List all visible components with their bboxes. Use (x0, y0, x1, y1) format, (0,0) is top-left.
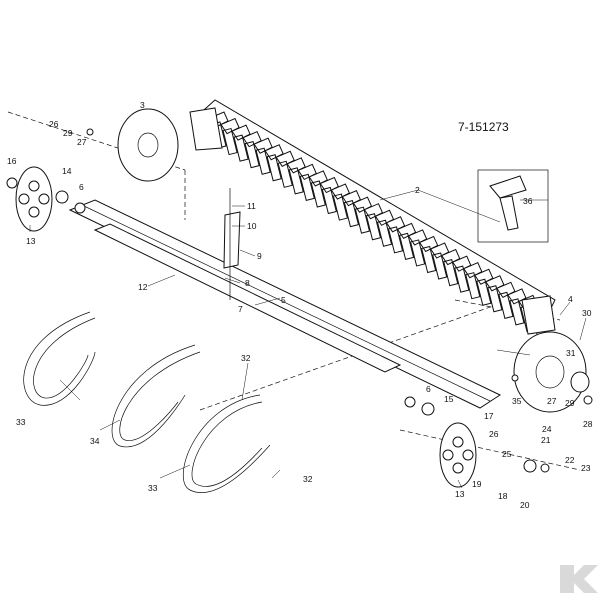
spring-bands (23, 311, 271, 493)
rotor-knife (418, 235, 439, 274)
callout-27: 27 (547, 396, 557, 406)
callout-31: 31 (566, 348, 576, 358)
callout-12: 12 (138, 282, 148, 292)
callout-4: 4 (568, 294, 573, 304)
callout-35: 35 (512, 396, 522, 406)
rotor-knife (352, 196, 373, 234)
callout-33: 33 (16, 417, 26, 427)
rotor-knife (374, 209, 395, 247)
callout-24: 24 (542, 424, 552, 434)
rotor-knife (363, 203, 384, 241)
callout-30: 30 (582, 308, 592, 318)
callout-36: 36 (523, 196, 533, 206)
leader-lines (29, 189, 587, 489)
rotor-knife (308, 170, 328, 208)
rotor-knife (330, 183, 351, 221)
rotor-knife (319, 176, 339, 215)
callout-19: 19 (472, 479, 482, 489)
callout-16: 16 (7, 156, 17, 166)
callout-13: 13 (455, 489, 465, 499)
callout-8: 8 (245, 278, 250, 288)
rotor-knife (275, 150, 295, 188)
hardware (6, 128, 593, 473)
callout-10: 10 (247, 221, 257, 231)
callout-29: 29 (565, 398, 575, 408)
rotor-knife (385, 216, 406, 254)
callout-7: 7 (238, 304, 243, 314)
rotor-knife (253, 137, 273, 175)
rotor-knife (286, 157, 306, 195)
rotor-knife (485, 275, 505, 313)
tube (93, 223, 402, 373)
right-bearing-housing (513, 331, 590, 413)
knife-rotor (189, 99, 556, 339)
callout-5: 5 (281, 295, 286, 305)
callout-11: 11 (247, 201, 256, 211)
callout-29: 29 (63, 128, 73, 138)
knife-detail (477, 169, 549, 243)
callout-13: 13 (26, 236, 36, 246)
callout-32: 32 (303, 474, 313, 484)
callout-9: 9 (257, 251, 262, 261)
rotor-knife (429, 242, 450, 280)
rotor-knife (242, 131, 262, 169)
callout-34: 34 (90, 436, 100, 446)
rotor-knife (440, 248, 461, 287)
callout-20: 20 (520, 500, 530, 510)
rotor-knife (474, 268, 494, 306)
callout-33: 33 (148, 483, 158, 493)
rotor-knife (407, 229, 428, 267)
callout-6: 6 (426, 384, 431, 394)
right-end-plate (439, 422, 477, 488)
callout-21: 21 (541, 435, 551, 445)
left-end-plate (15, 166, 53, 232)
callout-23: 23 (581, 463, 591, 473)
drawing-number: 7-151273 (458, 120, 509, 134)
callout-3: 3 (140, 100, 145, 110)
rotor-knife (496, 281, 516, 319)
callout-26: 26 (49, 119, 59, 129)
callout-17: 17 (484, 411, 494, 421)
callout-2: 2 (415, 185, 420, 195)
bearing-cover (117, 108, 179, 182)
callouts: 2 3 4 5 6 6 7 8 9 10 11 12 13 13 14 15 1… (7, 100, 593, 510)
rotor-knife (396, 222, 417, 260)
callout-22: 22 (565, 455, 575, 465)
callout-32: 32 (241, 353, 251, 363)
k-logo-icon (560, 565, 598, 593)
callout-18: 18 (498, 491, 508, 501)
callout-15: 15 (444, 394, 454, 404)
rotor-knife (297, 163, 317, 202)
rotor-knife (220, 117, 240, 156)
rotor-knife (452, 255, 472, 293)
rotor-knife (264, 144, 284, 182)
callout-14: 14 (62, 166, 72, 176)
callout-26: 26 (489, 429, 499, 439)
rotor-knife (341, 189, 362, 228)
callout-28: 28 (583, 419, 593, 429)
rotor-knife (507, 288, 527, 326)
rotor-knife (231, 124, 251, 162)
callout-27: 27 (77, 137, 87, 147)
rotor-knife (463, 262, 483, 300)
callout-6: 6 (79, 182, 84, 192)
callout-25: 25 (502, 449, 512, 459)
